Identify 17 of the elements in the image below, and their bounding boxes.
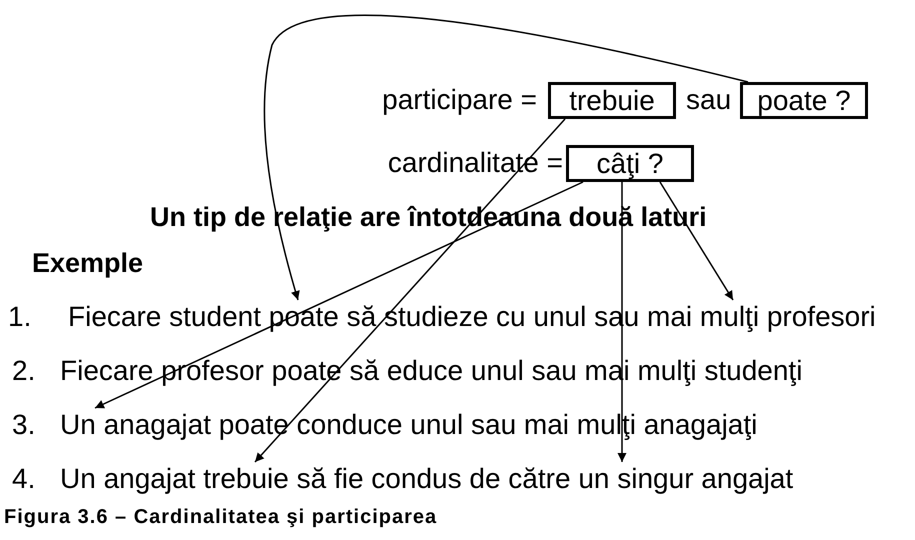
equation-label: participare = xyxy=(382,84,537,116)
list-number: 4. xyxy=(12,462,36,496)
list-number: 1. xyxy=(8,300,32,334)
arrow xyxy=(254,118,566,462)
arrow xyxy=(94,181,584,409)
term-box: trebuie xyxy=(548,82,676,119)
section-heading: Exemple xyxy=(32,247,144,279)
list-number: 3. xyxy=(12,408,36,442)
list-number: 2. xyxy=(12,354,36,388)
arrow xyxy=(264,14,748,300)
term-box: câţi ? xyxy=(566,145,694,182)
arrow xyxy=(659,182,734,300)
example-sentence: Un angajat trebuie să fie condus de către un singur angajat xyxy=(60,463,794,494)
term-box: poate ? xyxy=(740,82,868,119)
arrow xyxy=(618,182,626,462)
connector-word: sau xyxy=(686,84,732,116)
caption: Figura 3.6 – Cardinalitatea şi participarea xyxy=(4,506,438,529)
